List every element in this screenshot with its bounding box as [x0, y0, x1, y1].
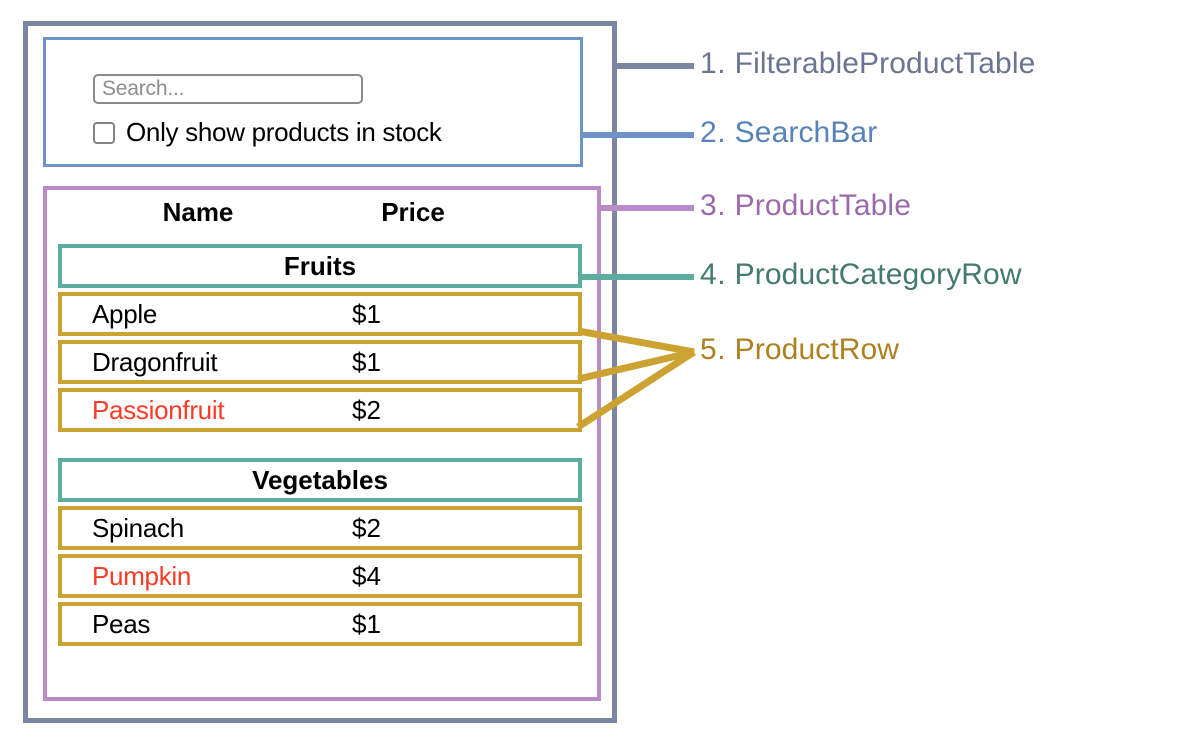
product-table: Name Price Fruits Apple $1 Dragonfruit $…	[43, 186, 601, 701]
product-price: $1	[352, 608, 381, 639]
column-header-name: Name	[162, 197, 234, 227]
legend-number: 2.	[700, 116, 727, 149]
legend-label-search-bar: 2. SearchBar	[700, 116, 877, 150]
product-name: Passionfruit	[92, 394, 225, 425]
search-input[interactable]: Search...	[93, 74, 363, 104]
legend-number: 4.	[700, 258, 727, 291]
legend-number: 5.	[700, 333, 727, 366]
checkbox-icon[interactable]	[93, 121, 115, 144]
product-category-row: Vegetables	[58, 458, 582, 502]
column-header-price: Price	[381, 197, 445, 227]
product-category-label: Fruits	[283, 250, 357, 281]
legend-name: FilterableProductTable	[734, 47, 1036, 80]
product-row: Pumpkin $4	[58, 554, 582, 598]
product-category-row: Fruits	[58, 244, 582, 288]
group-spacer	[58, 436, 582, 458]
legend-name: ProductCategoryRow	[734, 258, 1022, 291]
product-price: $2	[352, 512, 381, 543]
product-price: $1	[352, 346, 381, 377]
product-name: Peas	[92, 608, 151, 639]
product-price: $1	[352, 298, 381, 329]
product-table-header: Name Price	[47, 197, 597, 237]
in-stock-filter[interactable]: Only show products in stock	[93, 117, 442, 148]
search-bar: Search... Only show products in stock	[43, 37, 583, 167]
legend-label-product-table: 3. ProductTable	[700, 189, 911, 223]
in-stock-filter-label: Only show products in stock	[126, 117, 442, 147]
product-row: Passionfruit $2	[58, 388, 582, 432]
product-price: $4	[352, 560, 381, 591]
legend-name: ProductTable	[734, 189, 911, 222]
product-name: Spinach	[92, 512, 184, 543]
product-name: Apple	[92, 298, 157, 329]
legend-label-filterable-product-table: 1. FilterableProductTable	[700, 47, 1035, 81]
product-row: Apple $1	[58, 292, 582, 336]
product-row: Peas $1	[58, 602, 582, 646]
product-price: $2	[352, 394, 381, 425]
product-row: Spinach $2	[58, 506, 582, 550]
product-table-rows: Fruits Apple $1 Dragonfruit $1 Passionfr…	[58, 244, 582, 650]
legend-number: 3.	[700, 189, 727, 222]
product-name: Pumpkin	[92, 560, 192, 591]
product-row: Dragonfruit $1	[58, 340, 582, 384]
legend-label-product-row: 5. ProductRow	[700, 333, 899, 367]
product-category-label: Vegetables	[252, 464, 388, 495]
legend-name: ProductRow	[734, 333, 900, 366]
product-name: Dragonfruit	[92, 346, 218, 377]
legend-name: SearchBar	[734, 116, 878, 149]
legend-number: 1.	[700, 47, 727, 80]
legend-label-product-category-row: 4. ProductCategoryRow	[700, 258, 1022, 292]
